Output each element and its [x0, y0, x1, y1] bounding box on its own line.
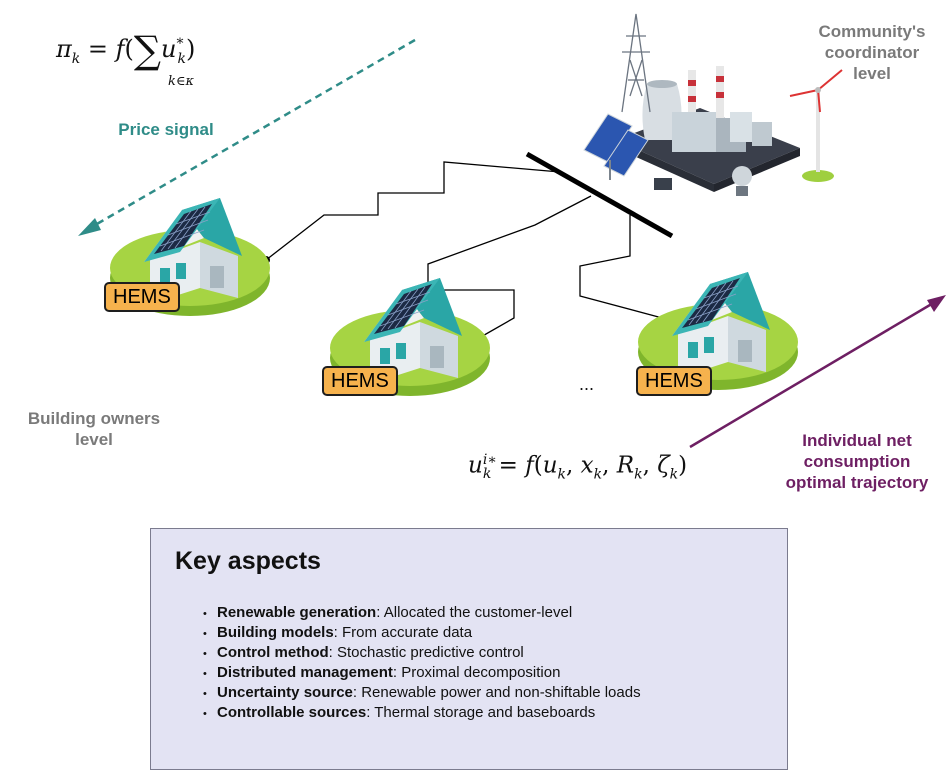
hems-badge: HEMS — [104, 282, 180, 312]
more-houses-ellipsis: ... — [579, 374, 595, 394]
key-aspects-list: •Renewable generation: Allocated the cus… — [203, 603, 641, 723]
solar-panel-icon — [583, 113, 649, 180]
list-item: •Control method: Stochastic predictive c… — [203, 644, 524, 661]
feeder-line — [265, 161, 561, 261]
trajectory-formula: ui∗k = f(uk, xk, Rk, ζk) — [468, 452, 688, 483]
coordinator-level-label: Community's coordinator level — [818, 22, 926, 83]
list-item: •Controllable sources: Thermal storage a… — [203, 704, 596, 721]
hems-badge: HEMS — [636, 366, 712, 396]
trajectory-arrow — [689, 295, 946, 449]
price-formula: πk = f(∑u*k) k∈κ — [56, 28, 196, 89]
key-aspects-box: Key aspects •Renewable generation: Alloc… — [150, 528, 788, 770]
price-signal-arrow — [78, 38, 416, 236]
key-aspects-title: Key aspects — [175, 547, 321, 575]
building-owners-level-label: Building owners level — [27, 409, 161, 449]
feeder-line — [579, 215, 667, 320]
power-plant-icon — [616, 66, 800, 196]
transmission-tower-icon — [621, 13, 651, 113]
price-signal-label: Price signal — [118, 120, 214, 139]
trajectory-label: Individual net consumption optimal traje… — [785, 431, 929, 492]
hems-badge: HEMS — [322, 366, 398, 396]
power-bus — [525, 151, 674, 239]
list-item: •Distributed management: Proximal decomp… — [203, 664, 561, 681]
list-item: •Renewable generation: Allocated the cus… — [203, 604, 573, 621]
list-item: •Building models: From accurate data — [203, 624, 473, 641]
wind-turbine-icon — [789, 69, 843, 182]
list-item: •Uncertainty source: Renewable power and… — [203, 684, 641, 701]
